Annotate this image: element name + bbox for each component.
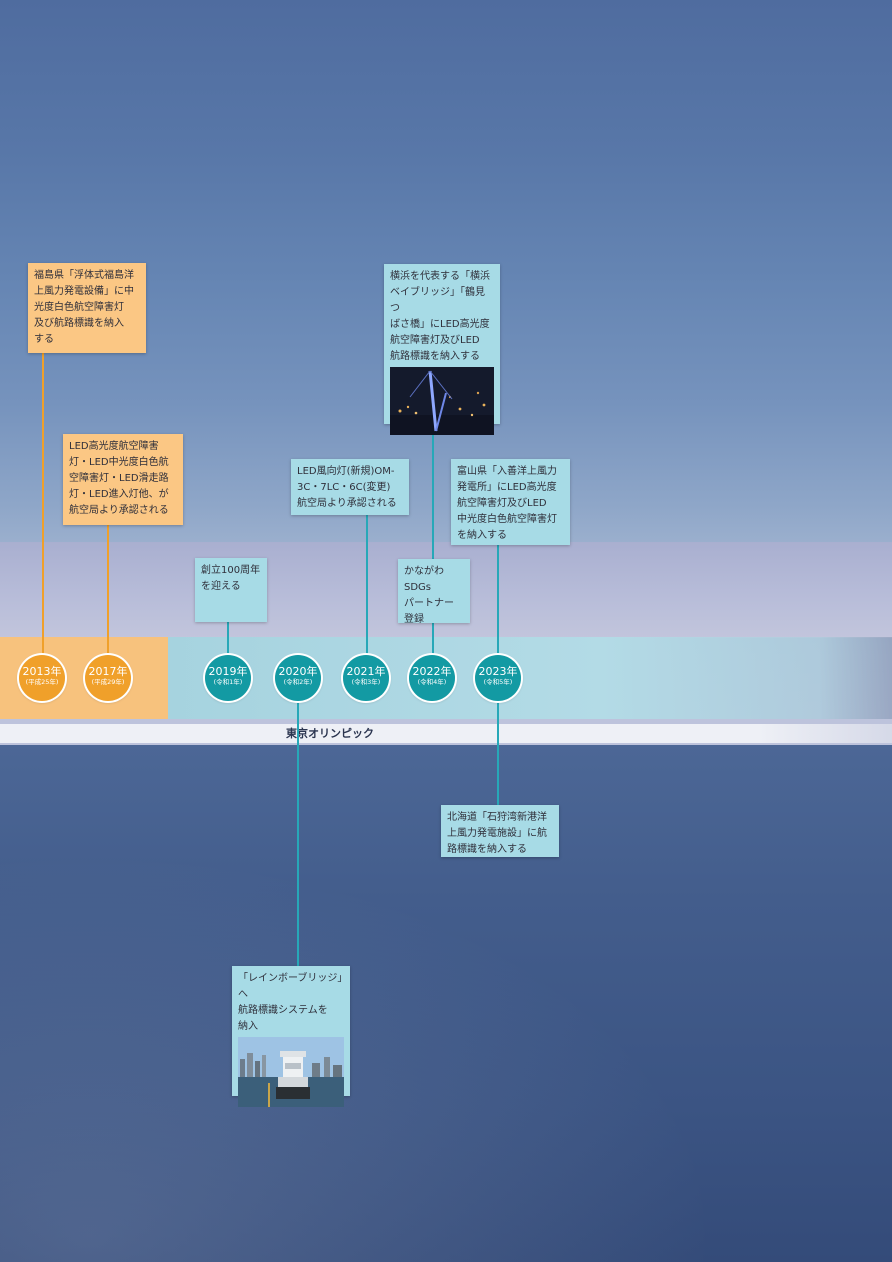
event-box-2022-sdgs: かながわSDGs パートナー 登録: [398, 559, 470, 625]
event-text-line: 及び航路標識を納入: [34, 318, 124, 329]
event-text-line: 北海道「石狩湾新港洋: [447, 812, 547, 823]
event-text-line: LED高光度航空障害: [69, 441, 159, 452]
event-text-line: する: [34, 334, 54, 345]
event-text-line: 航路標識システムを: [238, 1005, 328, 1016]
olympic-label: 東京オリンピック: [286, 727, 374, 740]
event-text-line: 中光度白色航空障害灯: [457, 514, 557, 525]
event-text-line: 「レインボーブリッジ」へ: [238, 973, 343, 1000]
year-circle-2013: 2013年 (平成25年): [19, 655, 65, 701]
event-box-2020: 「レインボーブリッジ」へ 航路標識システムを 納入: [232, 966, 350, 1107]
event-text-line: 富山県「入善洋上風力: [457, 466, 557, 477]
year-label: 2022年: [412, 665, 452, 678]
event-box-2013: 福島県「浮体式福島洋 上風力発電設備」に中 光度白色航空障害灯 及び航路標識を納…: [28, 263, 146, 353]
year-circle-2022: 2022年 (令和4年): [409, 655, 455, 701]
year-circle-2023: 2023年 (令和5年): [475, 655, 521, 701]
year-label: 2020年: [278, 665, 318, 678]
event-text-line: 福島県「浮体式福島洋: [34, 270, 134, 281]
event-text-line: パートナー: [404, 598, 454, 609]
connector-2021: [366, 514, 368, 662]
connector-2019: [227, 622, 229, 662]
year-label: 2013年: [22, 665, 62, 678]
event-text-line: 路標識を納入する: [447, 844, 527, 855]
event-text-line: ばさ橋」にLED高光度: [390, 319, 490, 330]
year-circle-2017: 2017年 (平成29年): [85, 655, 131, 701]
event-text-line: を納入する: [457, 530, 507, 541]
event-text-line: 航空局より承認される: [297, 498, 397, 509]
event-box-2022-bridges: 横浜を代表する「横浜 ベイブリッジ」「鶴見つ ばさ橋」にLED高光度 航空障害灯…: [384, 264, 500, 435]
event-text-line: 航路標識を納入する: [390, 351, 480, 362]
event-text-line: 航空障害灯及びLED: [390, 335, 480, 346]
year-label: 2017年: [88, 665, 128, 678]
year-circle-2020: 2020年 (令和2年): [275, 655, 321, 701]
event-text-line: を迎える: [201, 581, 241, 592]
era-label: (令和4年): [417, 678, 447, 686]
era-label: (平成25年): [25, 678, 59, 686]
event-text-line: 灯・LED進入灯他、が: [69, 489, 169, 500]
event-text-line: 上風力発電施設」に航: [447, 828, 547, 839]
year-circle-2021: 2021年 (令和3年): [343, 655, 389, 701]
event-box-2017: LED高光度航空障害 灯・LED中光度白色航 空障害灯・LED滑走路 灯・LED…: [63, 434, 183, 525]
connector-2013: [42, 352, 44, 662]
event-text-line: 光度白色航空障害灯: [34, 302, 124, 313]
year-circle-2019: 2019年 (令和1年): [205, 655, 251, 701]
event-text-line: 創立100周年: [201, 565, 261, 576]
connector-2017: [107, 524, 109, 662]
era-label: (令和1年): [213, 678, 243, 686]
event-text-line: 登録: [404, 614, 424, 625]
event-box-2023-toyama: 富山県「入善洋上風力 発電所」にLED高光度 航空障害灯及びLED 中光度白色航…: [451, 459, 570, 545]
event-text-line: LED風向灯(新規)OM-: [297, 466, 395, 477]
event-text-line: 灯・LED中光度白色航: [69, 457, 169, 468]
event-text-line: 空障害灯・LED滑走路: [69, 473, 169, 484]
era-label: (平成29年): [91, 678, 125, 686]
event-text-line: 航空障害灯及びLED: [457, 498, 547, 509]
connector-2022: [432, 424, 434, 662]
event-text-line: かながわSDGs: [404, 566, 444, 593]
event-text-line: 航空局より承認される: [69, 505, 169, 516]
year-label: 2021年: [346, 665, 386, 678]
event-box-2019: 創立100周年 を迎える: [195, 558, 267, 622]
night-bridge-photo: [390, 367, 494, 435]
event-box-2023-hokkaido: 北海道「石狩湾新港洋 上風力発電施設」に航 路標識を納入する: [441, 805, 559, 857]
event-text-line: 発電所」にLED高光度: [457, 482, 557, 493]
year-label: 2019年: [208, 665, 248, 678]
era-label: (令和5年): [483, 678, 513, 686]
event-text-line: ベイブリッジ」「鶴見つ: [390, 287, 485, 314]
event-text-line: 3C・7LC・6C(変更): [297, 482, 391, 493]
era-label: (令和2年): [283, 678, 313, 686]
event-text-line: 上風力発電設備」に中: [34, 286, 134, 297]
rainbow-bridge-photo: [238, 1037, 344, 1107]
olympic-bar: 東京オリンピック: [0, 724, 892, 743]
event-text-line: 横浜を代表する「横浜: [390, 271, 490, 282]
year-label: 2023年: [478, 665, 518, 678]
era-label: (令和3年): [351, 678, 381, 686]
event-text-line: 納入: [238, 1021, 258, 1032]
connector-2020: [297, 700, 299, 968]
event-box-2021: LED風向灯(新規)OM- 3C・7LC・6C(変更) 航空局より承認される: [291, 459, 409, 515]
